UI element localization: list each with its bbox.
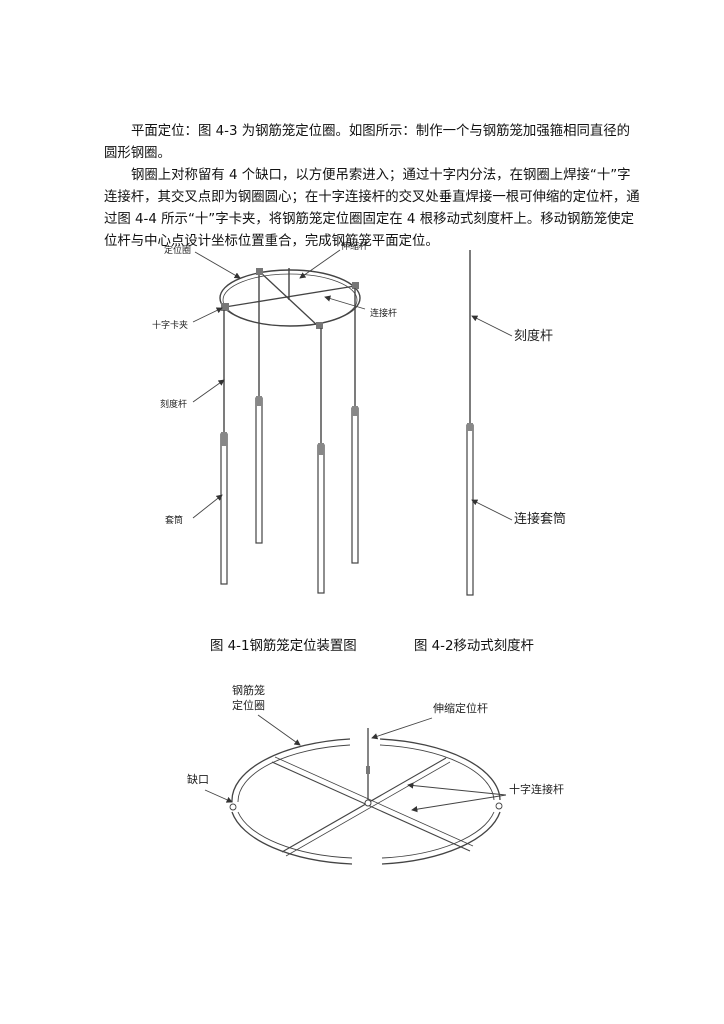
scale-rod-4 — [351, 288, 359, 564]
label-ring-line2: 定位圈 — [232, 698, 265, 712]
paragraph-1: 平面定位：图 4-3 为钢筋笼定位圈。如图所示：制作一个与钢筋笼加强箍相同直径的… — [104, 124, 631, 161]
label-telescopic-positioning-rod: 伸缩定位杆 — [433, 701, 488, 715]
cross-rod-2 — [281, 757, 447, 853]
ring-arc-top-right — [379, 738, 501, 801]
label-cross-connecting-rod: 十字连接杆 — [509, 782, 564, 796]
label-sleeve: 套筒 — [165, 514, 183, 526]
label-ring-line1: 钢筋笼 — [232, 683, 265, 697]
cross-rod-1 — [271, 761, 471, 852]
figure-4-2-caption: 图 4-2移动式刻度杆 — [414, 639, 534, 654]
label-connecting-rod: 连接杆 — [370, 307, 397, 319]
ring-arc-bottom-right — [381, 811, 501, 865]
label-cross-clamp: 十字卡夹 — [152, 319, 188, 331]
label-positioning-ring: 定位圈 — [164, 244, 191, 256]
paragraph-2: 钢圈上对称留有 4 个缺口，以方便吊索进入；通过十字内分法，在钢圈上焊接“十”字… — [104, 168, 640, 249]
figure-4-3-drawing — [204, 714, 507, 865]
figure-4-1-caption: 图 4-1钢筋笼定位装置图 — [210, 639, 357, 654]
label-telescopic-rod: 伸缩杆 — [341, 240, 368, 252]
label-gap: 缺口 — [187, 772, 209, 786]
ring-arc-bottom-left — [231, 811, 353, 865]
scale-rod-1 — [220, 310, 228, 585]
ring-arc-top-left — [231, 738, 351, 803]
figure-4-2-drawing — [466, 250, 513, 596]
label-scale-rod: 刻度杆 — [160, 398, 187, 410]
scale-rod-3 — [317, 328, 325, 594]
label-fig2-connecting-sleeve: 连接套筒 — [514, 511, 566, 527]
figure-4-1-drawing — [192, 249, 366, 594]
movable-sleeve — [466, 424, 474, 596]
scale-rod-2 — [255, 275, 263, 544]
cross-rod-a — [224, 285, 356, 308]
label-fig2-scale-rod: 刻度杆 — [514, 328, 553, 344]
